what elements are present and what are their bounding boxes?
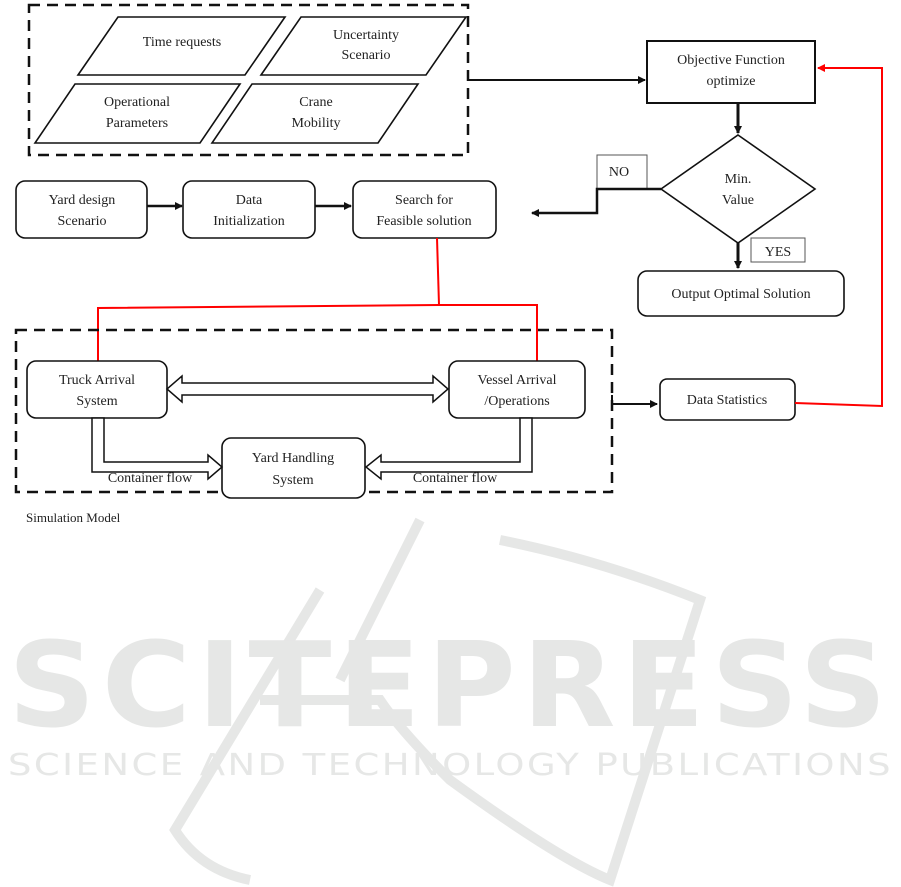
decision-label-line2: Value: [722, 193, 754, 208]
step-label-line1: Yard design: [49, 193, 116, 208]
step-label-line2: Scenario: [58, 214, 107, 229]
statistics-label: Data Statistics: [687, 393, 768, 408]
input-crane-mobility[interactable]: Crane Mobility: [210, 83, 420, 144]
input-time-requests[interactable]: Time requests: [76, 16, 287, 76]
objective-function-box[interactable]: Objective Function optimize: [646, 40, 816, 104]
input-label-line1: Operational: [104, 95, 170, 110]
data-statistics-box[interactable]: Data Statistics: [659, 378, 796, 421]
output-label: Output Optimal Solution: [671, 287, 810, 302]
yard-handling-system-box[interactable]: Yard Handling System: [221, 437, 366, 499]
container-flow-arrow-right: [364, 417, 533, 481]
input-uncertainty-scenario[interactable]: Uncertainty Scenario: [259, 16, 468, 76]
yard-label-line2: System: [272, 473, 313, 488]
watermark-logo-shape: [169, 517, 707, 887]
red-arrow-to-truck: [94, 304, 440, 369]
watermark: SCITEPRESS SCIENCE AND TECHNOLOGY PUBLIC…: [8, 517, 893, 887]
red-arrow-to-vessel: [439, 304, 541, 369]
watermark-subtitle: SCIENCE AND TECHNOLOGY PUBLICATIONS: [8, 748, 893, 783]
container-flow-arrow-left: [91, 417, 224, 481]
output-optimal-solution-box[interactable]: Output Optimal Solution: [637, 270, 845, 317]
input-operational-parameters[interactable]: Operational Parameters: [33, 83, 242, 144]
truck-label-line2: System: [76, 394, 117, 409]
input-label: Time requests: [143, 35, 221, 50]
step-label-line1: Data: [236, 193, 263, 208]
decision-label-line1: Min.: [725, 172, 752, 187]
decision-min-value[interactable]: Min. Value: [659, 134, 817, 244]
vessel-arrival-operations-box[interactable]: Vessel Arrival /Operations: [448, 360, 586, 419]
truck-arrival-system-box[interactable]: Truck Arrival System: [26, 360, 168, 419]
step-label-line2: Initialization: [213, 214, 285, 229]
step-yard-design-scenario[interactable]: Yard design Scenario: [15, 180, 148, 239]
step-data-initialization[interactable]: Data Initialization: [182, 180, 316, 239]
truck-label-line1: Truck Arrival: [59, 373, 135, 388]
arrow-no-to-search: [531, 187, 661, 217]
red-connector-search: [436, 237, 440, 306]
container-flow-label-right: Container flow: [413, 471, 498, 486]
vessel-label-line2: /Operations: [484, 394, 549, 409]
double-arrow-truck-vessel: [165, 374, 450, 404]
input-label-line2: Mobility: [291, 116, 340, 131]
input-label-line1: Uncertainty: [333, 28, 399, 43]
simulation-model-title: Simulation Model: [26, 510, 121, 525]
step-label-line2: Feasible solution: [376, 214, 471, 229]
step-label-line1: Search for: [395, 193, 453, 208]
input-label-line1: Crane: [299, 95, 332, 110]
step-search-feasible-solution[interactable]: Search for Feasible solution: [352, 180, 497, 239]
red-feedback-statistics-to-objective: [794, 64, 883, 408]
input-label-line2: Scenario: [342, 48, 391, 63]
objective-label-line2: optimize: [707, 74, 756, 89]
simulation-group-border: [14, 328, 614, 494]
container-flow-label-left: Container flow: [108, 471, 193, 486]
objective-label-line1: Objective Function: [677, 53, 785, 68]
arrow-simulation-to-statistics: [611, 395, 658, 408]
input-label-line2: Parameters: [106, 116, 168, 131]
no-label-box: NO: [596, 154, 648, 190]
vessel-label-line1: Vessel Arrival: [478, 373, 557, 388]
yard-label-line1: Yard Handling: [252, 451, 334, 466]
no-label: NO: [609, 165, 629, 180]
yes-label: YES: [765, 245, 791, 260]
watermark-title: SCITEPRESS: [8, 616, 893, 754]
yes-label-box: YES: [750, 237, 806, 263]
